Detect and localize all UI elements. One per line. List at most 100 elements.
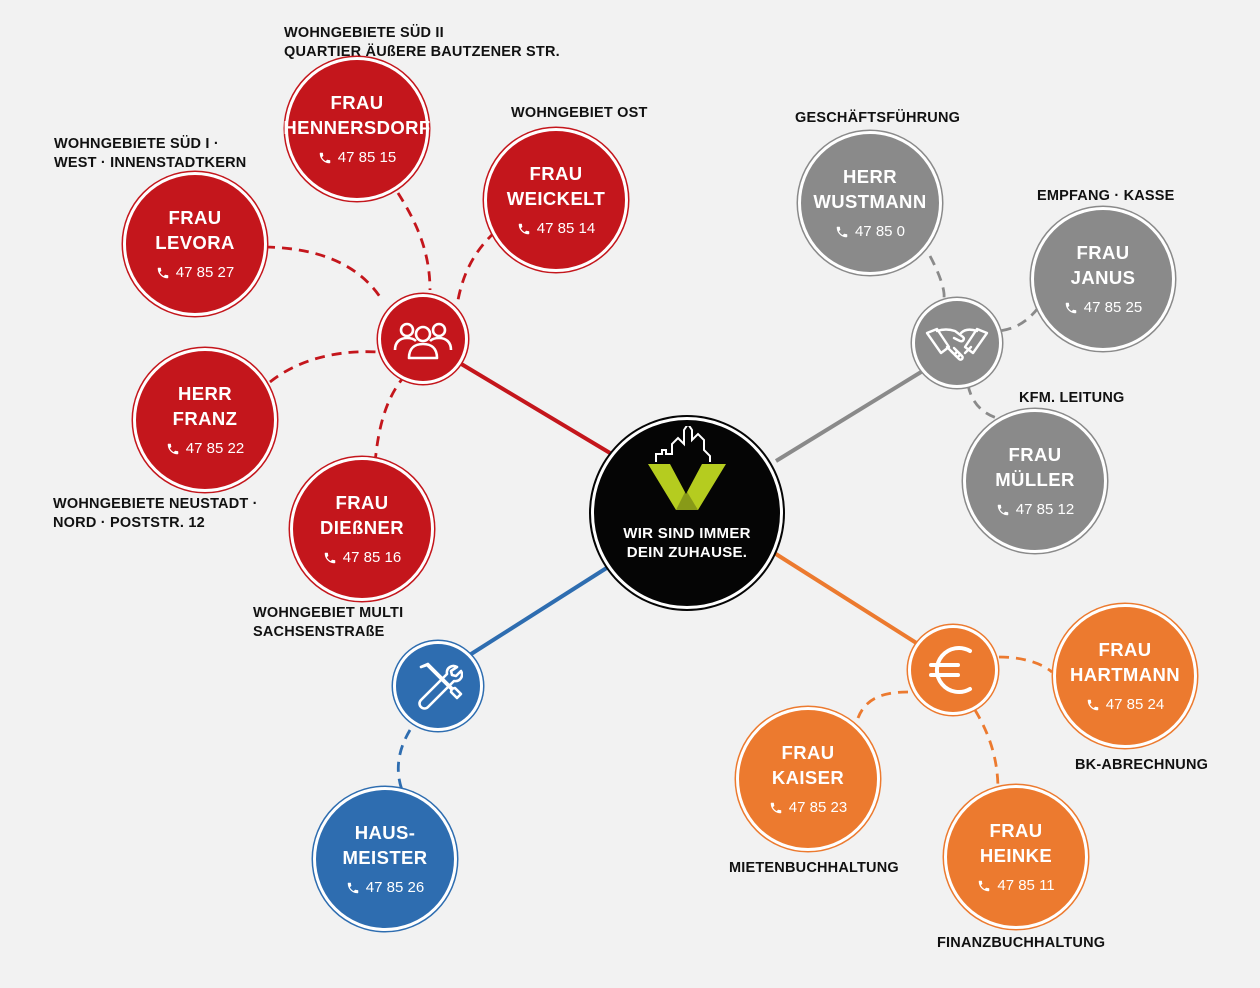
area-label-heinke: FINANZBUCHHALTUNG bbox=[937, 934, 1105, 953]
phone-number: 47 85 12 bbox=[1015, 501, 1075, 518]
area-line: WOHNGEBIETE SÜD I · bbox=[54, 136, 219, 152]
handshake-icon bbox=[925, 327, 989, 361]
center-logo-bubble[interactable]: WIR SIND IMMER DEIN ZUHAUSE. bbox=[591, 417, 783, 609]
contact-title: HERR bbox=[842, 166, 898, 187]
hub-management[interactable] bbox=[912, 298, 1002, 388]
spoke-residential bbox=[456, 360, 612, 455]
phone-number: 47 85 24 bbox=[1105, 696, 1165, 713]
area-line: GESCHÄFTSFÜHRUNG bbox=[795, 110, 961, 126]
area-line: WOHNGEBIET MULTI bbox=[253, 605, 404, 621]
group-people-icon bbox=[393, 322, 453, 360]
dash-levora bbox=[264, 245, 384, 301]
contact-title: FRAU bbox=[335, 492, 389, 513]
contact-mueller[interactable]: FRAU MÜLLER 47 85 12 bbox=[963, 409, 1107, 553]
phone-icon bbox=[319, 152, 331, 164]
contact-phone[interactable]: 47 85 24 bbox=[1086, 695, 1164, 715]
contact-hausmeister[interactable]: HAUS- MEISTER 47 85 26 bbox=[313, 787, 457, 931]
contact-title: FRAU bbox=[168, 207, 222, 228]
dash-wustmann bbox=[928, 255, 946, 299]
area-line: EMPFANG · KASSE bbox=[1037, 188, 1175, 204]
phone-icon bbox=[324, 552, 336, 564]
contact-name: JANUS bbox=[1070, 267, 1136, 288]
contact-phone[interactable]: 47 85 23 bbox=[769, 798, 847, 818]
contact-kaiser[interactable]: FRAU KAISER 47 85 23 bbox=[736, 707, 880, 851]
phone-icon bbox=[836, 226, 848, 238]
phone-number: 47 85 0 bbox=[854, 223, 906, 240]
phone-number: 47 85 15 bbox=[337, 149, 397, 166]
contact-name: MEISTER bbox=[342, 847, 428, 868]
spoke-management bbox=[774, 367, 928, 463]
phone-icon bbox=[1065, 302, 1077, 314]
contact-phone[interactable]: 47 85 0 bbox=[835, 222, 905, 242]
contact-franz[interactable]: HERR FRANZ 47 85 22 bbox=[133, 348, 277, 492]
contact-phone[interactable]: 47 85 27 bbox=[156, 263, 234, 283]
phone-icon bbox=[979, 880, 990, 892]
phone-icon bbox=[997, 504, 1009, 516]
dash-diessner bbox=[373, 377, 405, 464]
dash-hausmeister bbox=[396, 729, 412, 791]
area-label-wustmann: GESCHÄFTSFÜHRUNG bbox=[795, 109, 960, 128]
contact-title: FRAU bbox=[1008, 444, 1062, 465]
euro-icon bbox=[929, 646, 972, 694]
area-line: QUARTIER ÄUßERE BAUTZENER STR. bbox=[284, 44, 560, 60]
area-label-mueller: KFM. LEITUNG bbox=[1019, 389, 1125, 408]
area-line: BK-ABRECHNUNG bbox=[1075, 757, 1209, 773]
phone-number: 47 85 27 bbox=[175, 264, 235, 281]
contact-phone[interactable]: 47 85 11 bbox=[977, 876, 1055, 896]
contact-name: HEINKE bbox=[979, 845, 1053, 866]
dash-hartmann bbox=[998, 655, 1053, 674]
phone-icon bbox=[347, 882, 359, 894]
area-line: MIETENBUCHHALTUNG bbox=[729, 860, 899, 876]
contact-hartmann[interactable]: FRAU HARTMANN 47 85 24 bbox=[1053, 604, 1197, 748]
contact-name: MÜLLER bbox=[995, 469, 1075, 490]
area-line: WOHNGEBIET OST bbox=[511, 105, 648, 121]
contact-wustmann[interactable]: HERR WUSTMANN 47 85 0 bbox=[798, 131, 942, 275]
contact-title: FRAU bbox=[529, 163, 583, 184]
phone-number: 47 85 14 bbox=[536, 220, 596, 237]
area-label-weickelt: WOHNGEBIET OST bbox=[511, 104, 648, 123]
contact-phone[interactable]: 47 85 14 bbox=[517, 219, 595, 239]
dash-janus bbox=[997, 307, 1040, 333]
slogan-line-2: DEIN ZUHAUSE. bbox=[626, 544, 748, 561]
area-label-janus: EMPFANG · KASSE bbox=[1037, 187, 1175, 206]
contact-phone[interactable]: 47 85 22 bbox=[166, 439, 244, 459]
contact-name: FRANZ bbox=[172, 408, 238, 429]
phone-number: 47 85 25 bbox=[1083, 299, 1143, 316]
contact-phone[interactable]: 47 85 26 bbox=[346, 878, 424, 898]
spoke-caretaker bbox=[466, 560, 618, 658]
hub-caretaker[interactable] bbox=[393, 641, 483, 731]
contact-phone[interactable]: 47 85 16 bbox=[323, 548, 401, 568]
phone-icon bbox=[157, 267, 169, 279]
spoke-finance bbox=[766, 547, 920, 646]
contact-janus[interactable]: FRAU JANUS 47 85 25 bbox=[1031, 207, 1175, 351]
contact-diessner[interactable]: FRAU DIEßNER 47 85 16 bbox=[290, 457, 434, 601]
area-label-franz: WOHNGEBIETE NEUSTADT · NORD · POSTSTR. 1… bbox=[53, 495, 258, 533]
contact-heinke[interactable]: FRAU HEINKE 47 85 11 bbox=[944, 785, 1088, 929]
hub-residential[interactable] bbox=[378, 294, 468, 384]
phone-number: 47 85 23 bbox=[788, 799, 848, 816]
contact-phone[interactable]: 47 85 25 bbox=[1064, 298, 1142, 318]
phone-number: 47 85 16 bbox=[342, 549, 402, 566]
contact-name: WEICKELT bbox=[506, 188, 606, 209]
slogan-line-1: WIR SIND IMMER bbox=[623, 525, 751, 542]
area-label-levora: WOHNGEBIETE SÜD I · WEST · INNENSTADTKER… bbox=[54, 135, 246, 173]
hub-finance[interactable] bbox=[908, 625, 998, 715]
contact-weickelt[interactable]: FRAU WEICKELT 47 85 14 bbox=[484, 128, 628, 272]
contact-hennersdorf[interactable]: FRAU HENNERSDORF 47 85 15 bbox=[283, 57, 431, 201]
contact-levora[interactable]: FRAU LEVORA 47 85 27 bbox=[123, 172, 267, 316]
phone-icon bbox=[518, 223, 530, 235]
contact-title: FRAU bbox=[989, 820, 1043, 841]
contact-phone[interactable]: 47 85 15 bbox=[318, 148, 396, 168]
phone-icon bbox=[1087, 699, 1099, 711]
contact-name: LEVORA bbox=[155, 232, 235, 253]
area-label-hartmann: BK-ABRECHNUNG bbox=[1075, 756, 1208, 775]
area-line: WEST · INNENSTADTKERN bbox=[54, 155, 247, 171]
contact-name: DIEßNER bbox=[320, 517, 404, 538]
area-label-kaiser: MIETENBUCHHALTUNG bbox=[729, 859, 899, 878]
contact-name: HENNERSDORF bbox=[283, 117, 431, 138]
contact-title: FRAU bbox=[1098, 639, 1152, 660]
dash-franz bbox=[269, 350, 379, 384]
phone-number: 47 85 11 bbox=[997, 877, 1055, 894]
contact-phone[interactable]: 47 85 12 bbox=[996, 500, 1074, 520]
